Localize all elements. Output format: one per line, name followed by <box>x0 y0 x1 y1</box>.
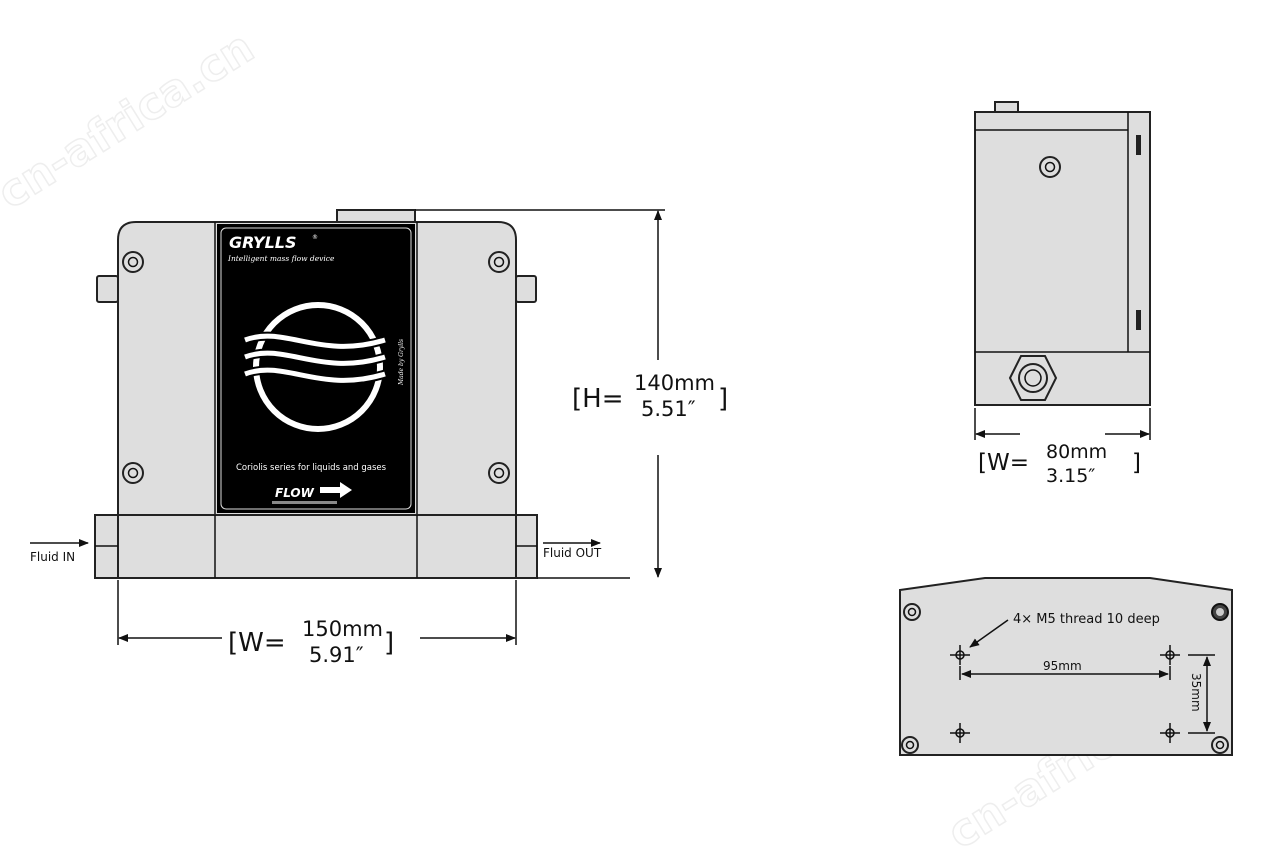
made-by-text: Made by Grylls <box>398 339 405 386</box>
height-inch: 5.51″ <box>641 397 696 421</box>
bottom-view: 4× M5 thread 10 deep 95mm 35mm <box>899 577 1233 756</box>
flow-label: FLOW <box>275 486 315 500</box>
base-block <box>117 514 517 579</box>
dimension-prefix: [W= <box>978 450 1029 476</box>
watermark: cn-africa.cn <box>0 22 263 220</box>
fluid-out-label: Fluid OUT <box>543 546 602 560</box>
fitting-icon <box>1008 355 1058 401</box>
thread-hole-icon <box>950 645 970 665</box>
screw-icon <box>488 251 510 273</box>
screw-icon <box>1211 603 1229 621</box>
logo-icon <box>243 302 387 432</box>
brand-name: GRYLLS <box>229 233 296 252</box>
height-mm: 140mm <box>634 371 715 395</box>
device-side-body <box>974 111 1151 406</box>
width-mm: 80mm <box>1046 441 1107 463</box>
right-knob <box>515 275 537 303</box>
thread-hole-icon <box>1160 723 1180 743</box>
dimension-prefix: [H= <box>572 384 623 414</box>
thread-hole-icon <box>1160 645 1180 665</box>
side-view: [W= 80mm 3.15″ ] <box>974 101 1151 487</box>
flow-arrow-icon <box>320 482 352 498</box>
width-inch: 3.15″ <box>1046 465 1095 487</box>
width-mm: 150mm <box>302 617 383 641</box>
left-knob <box>96 275 119 303</box>
series-text: Coriolis series for liquids and gases <box>236 463 387 473</box>
screw-icon <box>901 736 919 754</box>
width-dimension: [W= 150mm 5.91″ ] <box>117 580 517 667</box>
dimension-bracket: ] <box>718 384 728 414</box>
fluid-in-label: Fluid IN <box>30 550 75 564</box>
product-label: GRYLLS ® Intelligent mass flow device Ma… <box>217 224 415 513</box>
thread-hole-icon <box>950 723 970 743</box>
hole-spacing-x: 95mm <box>1043 659 1082 673</box>
front-view: GRYLLS ® Intelligent mass flow device Ma… <box>30 209 728 667</box>
width-inch: 5.91″ <box>309 643 364 667</box>
dimension-bracket: ] <box>384 628 394 658</box>
dimension-prefix: [W= <box>228 628 286 658</box>
dimension-bracket: ] <box>1132 450 1141 476</box>
screw-icon <box>122 462 144 484</box>
tagline: Intelligent mass flow device <box>227 254 335 263</box>
screw-icon <box>1039 156 1061 178</box>
thread-note: 4× M5 thread 10 deep <box>1013 612 1160 627</box>
device-bottom-face <box>899 577 1233 756</box>
hole-spacing-y: 35mm <box>1189 673 1203 712</box>
screw-icon <box>122 251 144 273</box>
screw-icon <box>1211 736 1229 754</box>
screw-icon <box>488 462 510 484</box>
screw-icon <box>903 603 921 621</box>
height-dimension: [H= 140mm 5.51″ ] <box>415 209 728 578</box>
registered-mark: ® <box>312 234 318 241</box>
